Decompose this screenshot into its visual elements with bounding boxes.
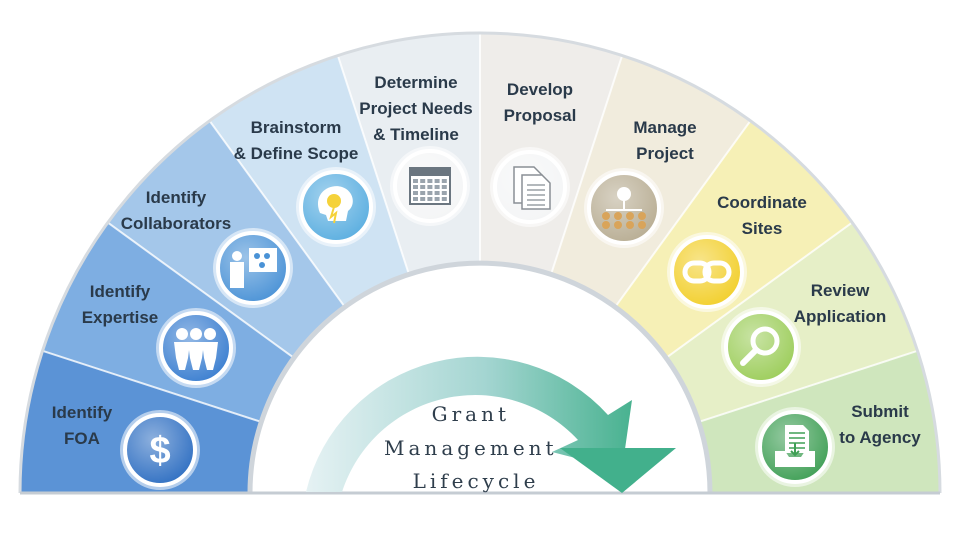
segment-divider bbox=[336, 55, 410, 273]
inbox-document-icon bbox=[755, 407, 835, 487]
label-line: Coordinate bbox=[717, 193, 807, 212]
label-line: Collaborators bbox=[121, 214, 232, 233]
segment-divider bbox=[667, 221, 853, 358]
label-line: Manage bbox=[633, 118, 696, 137]
dollar-icon: $ bbox=[120, 410, 200, 490]
segment-dividers bbox=[42, 33, 918, 423]
label-line: to Agency bbox=[839, 428, 921, 447]
title-line-3: Lifecycle bbox=[413, 469, 540, 493]
segment-divider bbox=[208, 120, 345, 306]
label-line: & Define Scope bbox=[234, 144, 359, 163]
people-icon bbox=[156, 308, 236, 388]
org-chart-icon bbox=[584, 168, 664, 248]
title-line-2: Management bbox=[384, 436, 558, 460]
segment-divider bbox=[550, 55, 624, 273]
label-line: Brainstorm bbox=[251, 118, 342, 137]
segment-divider bbox=[700, 349, 918, 423]
label-line: FOA bbox=[64, 429, 100, 448]
label-line: Application bbox=[794, 307, 887, 326]
label-line: Review bbox=[811, 281, 870, 300]
segment-sites bbox=[616, 120, 853, 357]
label-line: Identify bbox=[146, 188, 207, 207]
label-line: Project bbox=[636, 144, 694, 163]
cycle-arrow bbox=[306, 356, 632, 492]
step-icons: $ bbox=[120, 146, 835, 490]
magnifier-icon bbox=[721, 307, 801, 387]
chain-link-icon bbox=[667, 232, 747, 312]
label-line: Expertise bbox=[82, 308, 159, 327]
label-line: Proposal bbox=[504, 106, 577, 125]
diagram-title: Grant Management Lifecycle bbox=[384, 402, 568, 493]
dollar-glyph: $ bbox=[149, 430, 170, 472]
presentation-icon bbox=[213, 228, 293, 308]
label-scope: Brainstorm & Define Scope bbox=[234, 118, 359, 163]
segment-divider bbox=[107, 221, 293, 358]
arrow-head bbox=[560, 448, 676, 493]
title-line-1: Grant bbox=[432, 402, 510, 426]
segment-divider bbox=[615, 120, 752, 306]
calendar-icon bbox=[390, 146, 470, 226]
segment-divider bbox=[42, 349, 260, 423]
label-line: Identify bbox=[90, 282, 151, 301]
documents-icon bbox=[490, 147, 570, 227]
outer-rim bbox=[18, 31, 942, 494]
label-line: Submit bbox=[851, 402, 909, 421]
label-submit: Submit to Agency bbox=[839, 402, 921, 447]
label-line: & Timeline bbox=[373, 125, 459, 144]
label-line: Identify bbox=[52, 403, 113, 422]
label-line: Develop bbox=[507, 80, 573, 99]
label-line: Project Needs bbox=[359, 99, 472, 118]
lightbulb-head-icon bbox=[296, 167, 376, 247]
inner-rim bbox=[247, 260, 713, 494]
label-line: Sites bbox=[742, 219, 783, 238]
label-line: Determine bbox=[374, 73, 457, 92]
